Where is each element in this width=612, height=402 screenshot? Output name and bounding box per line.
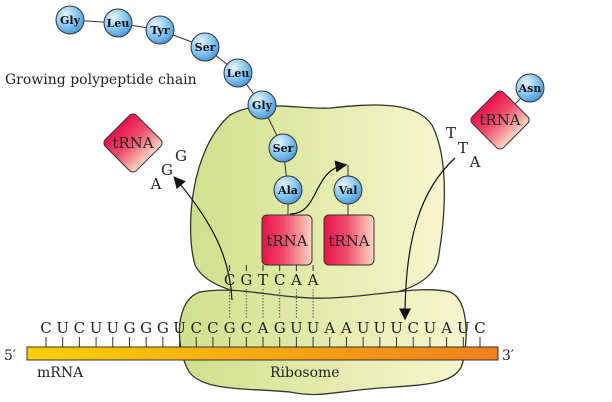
mrna-base: C: [74, 319, 85, 337]
mrna-base: U: [173, 319, 186, 337]
svg-text:Ser: Ser: [273, 142, 294, 155]
trna-label: tRNA: [479, 111, 520, 129]
anticodon-base: T: [446, 124, 456, 142]
mrna-base: U: [290, 319, 303, 337]
amino-acid-bead: Tyr: [145, 15, 175, 45]
a-site-trna: tRNA: [323, 214, 375, 266]
mrna-base: U: [307, 319, 320, 337]
ribosome-large-subunit: [189, 104, 446, 301]
mrna-base: C: [241, 319, 252, 337]
svg-text:Gly: Gly: [252, 99, 273, 112]
mrna-base: U: [374, 319, 387, 337]
mrna-base: A: [257, 319, 269, 337]
mrna-base: G: [140, 319, 152, 337]
ribosome-label: Ribosome: [270, 365, 340, 381]
trna-label: tRNA: [266, 232, 307, 250]
mrna-base: A: [440, 319, 452, 337]
anticodon-base: A: [469, 153, 481, 171]
amino-acid-bead: Leu: [103, 8, 133, 38]
amino-acid-bead: Leu: [223, 58, 253, 88]
mrna-base: G: [224, 319, 236, 337]
mrna-base: A: [340, 319, 352, 337]
anticodon-base: T: [258, 271, 268, 289]
three-prime-label: 3′: [502, 348, 514, 364]
five-prime-label: 5′: [4, 348, 16, 364]
amino-acid-val: Val: [333, 175, 363, 205]
mrna-base: U: [357, 319, 370, 337]
anticodon-base: G: [240, 271, 252, 289]
amino-acid-bead: Gly: [247, 90, 277, 120]
anticodon-base: A: [290, 271, 302, 289]
amino-acid-ala: Ala: [273, 175, 303, 205]
mrna-base: G: [123, 319, 135, 337]
mrna-base: A: [323, 319, 335, 337]
anticodon-base: A: [150, 175, 162, 193]
polypeptide-chain-label: Growing polypeptide chain: [5, 72, 197, 88]
exiting-trna: [103, 113, 163, 173]
svg-text:Gly: Gly: [60, 14, 81, 27]
anticodon-base: G: [161, 161, 173, 179]
trna-label: tRNA: [328, 232, 369, 250]
amino-acid-bead: Ser: [190, 32, 220, 62]
anticodon-base: A: [307, 271, 319, 289]
mrna-base: C: [190, 319, 201, 337]
mrna-base: U: [457, 319, 470, 337]
anticodon-base: G: [175, 147, 187, 165]
amino-acid-bead: Ser: [268, 133, 298, 163]
mrna-strand: [26, 346, 499, 361]
ribosome-small-subunit: [178, 289, 467, 396]
trna-label: tRNA: [112, 134, 153, 152]
mrna-base: C: [207, 319, 218, 337]
mrna-base: U: [90, 319, 103, 337]
svg-text:Tyr: Tyr: [150, 24, 169, 37]
mrna-base: U: [56, 319, 69, 337]
anticodon-base: C: [274, 271, 285, 289]
svg-text:Val: Val: [338, 184, 358, 197]
svg-text:Leu: Leu: [227, 67, 250, 80]
mrna-base: C: [407, 319, 418, 337]
svg-text:Ser: Ser: [195, 41, 216, 54]
mrna-base: G: [157, 319, 169, 337]
amino-acid-asn: Asn: [515, 73, 545, 103]
anticodon-base: T: [458, 139, 468, 157]
mrna-base: U: [390, 319, 403, 337]
mrna-base: C: [474, 319, 485, 337]
mrna-label: mRNA: [37, 365, 84, 381]
p-site-trna: tRNA: [261, 214, 313, 266]
incoming-trna: [470, 90, 530, 150]
amino-acid-bead: Gly: [55, 5, 85, 35]
svg-text:Leu: Leu: [107, 17, 130, 30]
mrna-base: C: [40, 319, 51, 337]
svg-text:Asn: Asn: [518, 82, 542, 95]
mrna-base: G: [274, 319, 286, 337]
mrna-base: U: [424, 319, 437, 337]
mrna-base: U: [106, 319, 119, 337]
svg-text:Ala: Ala: [277, 184, 298, 197]
